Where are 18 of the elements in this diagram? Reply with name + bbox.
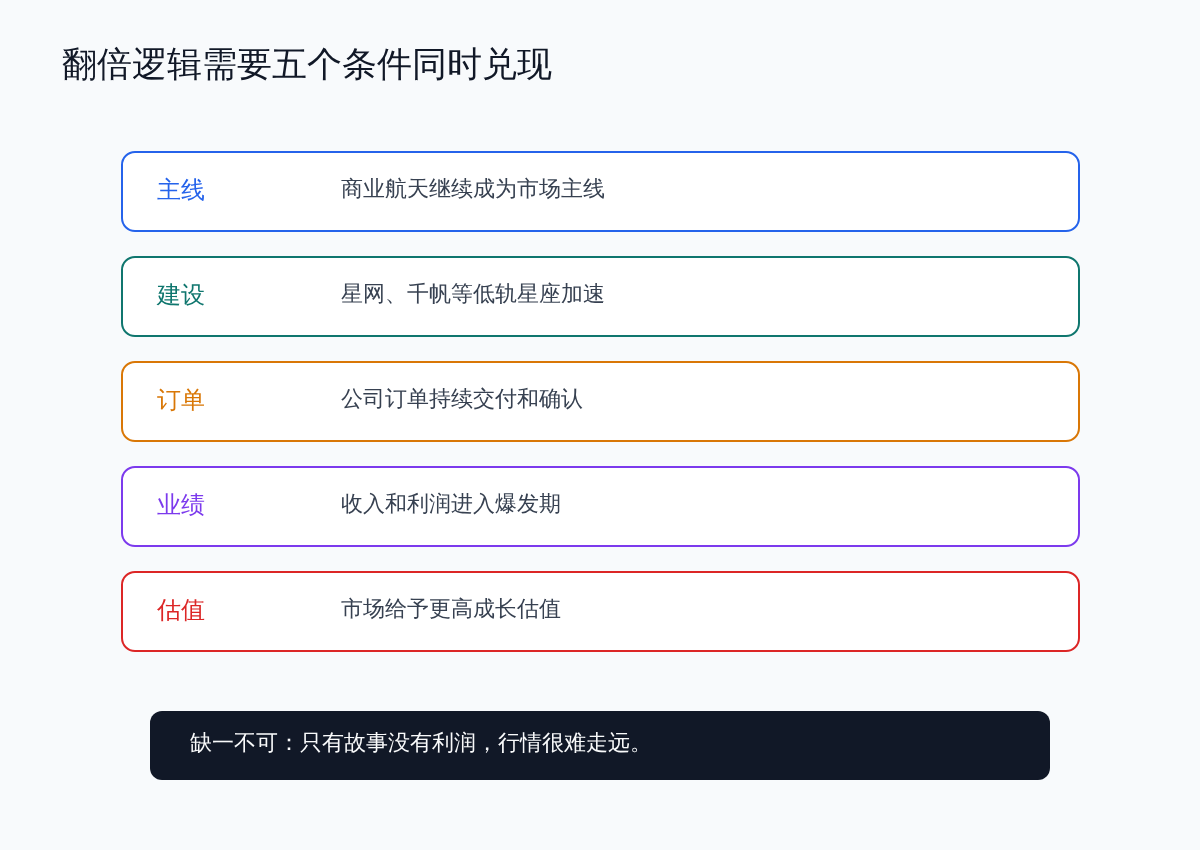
note-text: 缺一不可：只有故事没有利润，行情很难走远。 (190, 729, 652, 757)
condition-label: 建设 (157, 280, 205, 311)
condition-description: 收入和利润进入爆发期 (341, 490, 561, 518)
condition-label: 订单 (157, 385, 205, 416)
condition-card (121, 571, 1080, 652)
condition-description: 商业航天继续成为市场主线 (341, 175, 605, 203)
condition-description: 市场给予更高成长估值 (341, 595, 561, 623)
condition-description: 公司订单持续交付和确认 (341, 385, 583, 413)
title: 翻倍逻辑需要五个条件同时兑现 (62, 43, 552, 86)
condition-label: 估值 (157, 595, 205, 626)
condition-card (121, 151, 1080, 232)
condition-card (121, 361, 1080, 442)
condition-label: 主线 (157, 175, 205, 206)
note-banner (150, 711, 1050, 780)
condition-card (121, 256, 1080, 337)
condition-card (121, 466, 1080, 547)
condition-label: 业绩 (157, 490, 205, 521)
condition-description: 星网、千帆等低轨星座加速 (341, 280, 605, 308)
